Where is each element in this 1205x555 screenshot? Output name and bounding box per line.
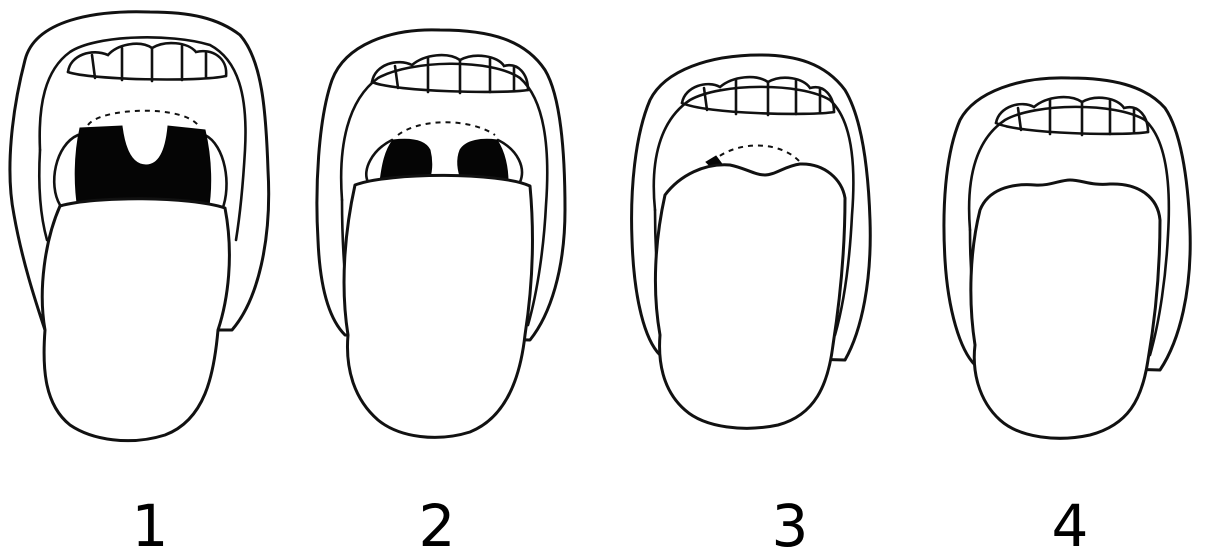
panel-3 xyxy=(632,55,871,428)
tongue-3 xyxy=(655,164,845,428)
tongue-1 xyxy=(42,199,229,441)
panel-2 xyxy=(317,30,565,438)
panel-1 xyxy=(10,12,269,441)
panel-label-4: 4 xyxy=(1052,492,1089,555)
panel-label-2: 2 xyxy=(419,492,456,555)
tongue-4 xyxy=(971,180,1160,438)
panel-label-1: 1 xyxy=(132,492,169,555)
panel-label-3: 3 xyxy=(772,492,809,555)
tongue-2 xyxy=(344,175,532,437)
panel-4 xyxy=(944,78,1190,438)
